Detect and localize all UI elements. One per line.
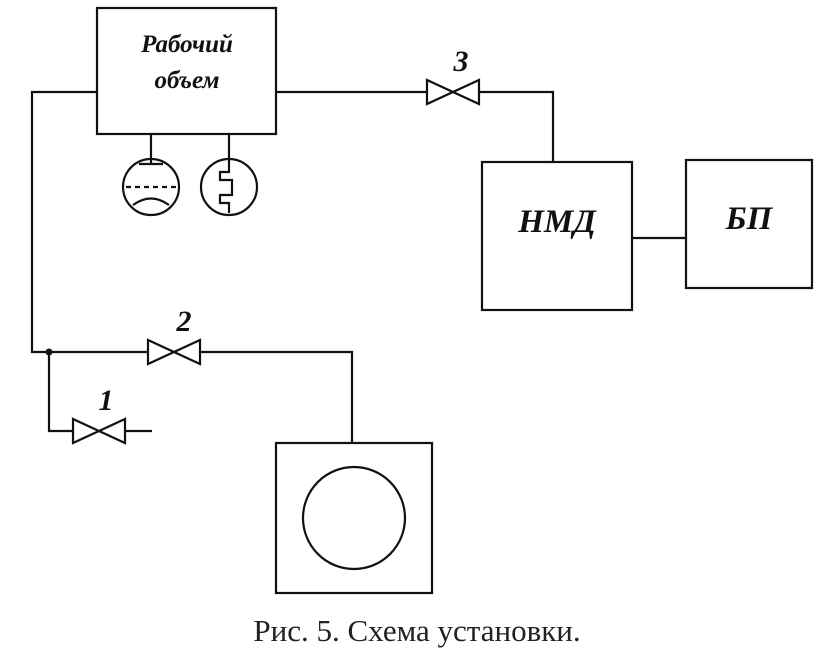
pipe-to-valve-1 [47,352,73,433]
bp-label: БП [725,201,774,237]
working-volume-label-line1: Рабочий [140,31,233,58]
valve-3-label: 3 [453,45,469,78]
vacuum-gauge-thermal-icon [199,157,259,217]
junction-dot [45,348,53,356]
valve-1-label: 1 [99,384,114,417]
working-volume-label-line2: объем [154,67,219,94]
nmd-block: НМД [480,160,634,312]
bp-block: БП [684,158,814,290]
valve-3: 3 [425,45,481,106]
working-volume-block: Рабочий объем [95,6,278,136]
pipe-left-vertical [30,90,97,354]
pump-rotor-icon [301,465,407,571]
pipe-valve-2-to-pump [200,350,354,443]
vacuum-gauge-ionization-icon [121,157,181,217]
nmd-label: НМД [517,204,597,240]
pipelines [30,90,686,443]
valve-2-label: 2 [176,305,192,338]
pipe-valve-3-to-nmd [479,90,555,162]
vacuum-pump-block [274,441,434,595]
valve-1: 1 [71,384,127,445]
figure-caption: Рис. 5. Схема установки. [253,613,580,648]
valve-2: 2 [146,305,202,366]
